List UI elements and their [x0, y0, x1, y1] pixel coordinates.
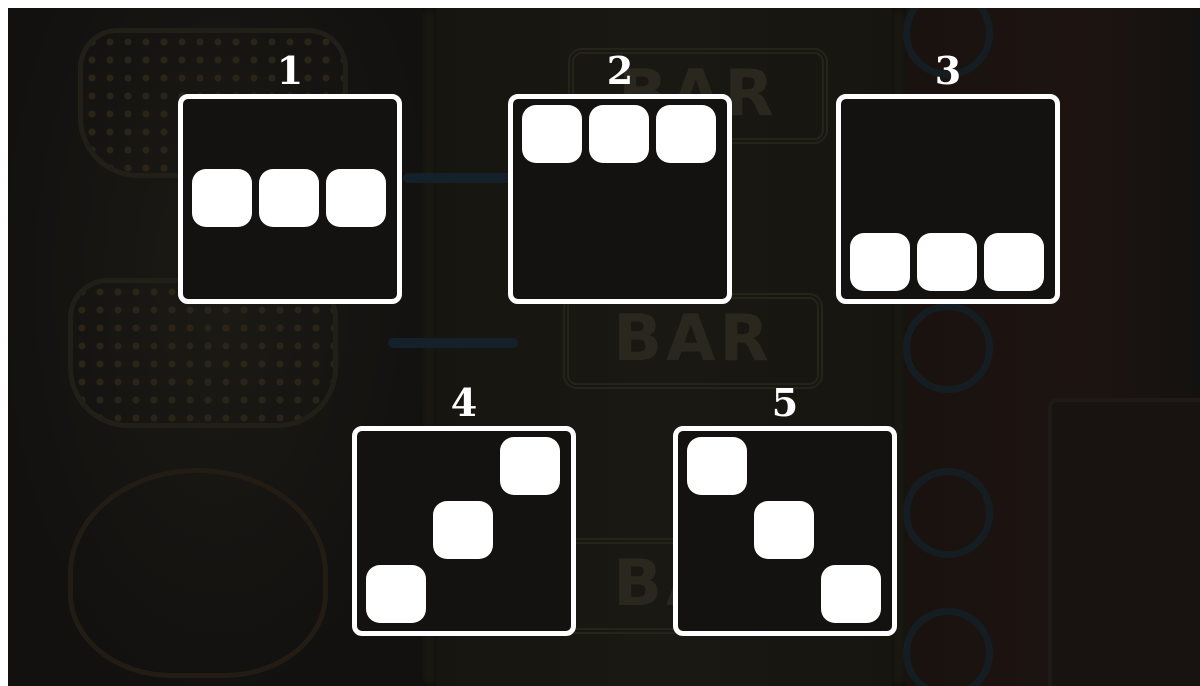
payline-4-diagram: 4 — [352, 380, 576, 620]
payline-cell-reel-2-top — [589, 105, 649, 163]
background-payline-marker — [903, 468, 993, 558]
payline-grid — [673, 426, 897, 636]
payline-grid — [178, 94, 402, 304]
payline-number: 1 — [178, 48, 402, 94]
payline-cell-reel-1-middle — [192, 169, 252, 227]
background-payline-line — [388, 338, 518, 348]
payline-2-diagram: 2 — [508, 48, 732, 288]
payline-number: 5 — [673, 380, 897, 426]
payline-grid — [836, 94, 1060, 304]
payline-cell-reel-3-bottom — [984, 233, 1044, 291]
payline-3-diagram: 3 — [836, 48, 1060, 288]
payline-cell-reel-2-middle — [433, 501, 493, 559]
payline-cell-reel-2-bottom — [917, 233, 977, 291]
payline-cell-reel-3-middle — [326, 169, 386, 227]
payline-cell-reel-1-top — [687, 437, 747, 495]
payline-number: 4 — [352, 380, 576, 426]
payline-cell-reel-1-top — [522, 105, 582, 163]
payline-number: 3 — [836, 48, 1060, 94]
payline-cell-reel-1-bottom — [366, 565, 426, 623]
background-bar-symbol: BAR — [563, 293, 823, 389]
background-payline-marker — [903, 303, 993, 393]
payline-cell-reel-1-bottom — [850, 233, 910, 291]
payline-cell-reel-2-middle — [754, 501, 814, 559]
payline-5-diagram: 5 — [673, 380, 897, 620]
background-payline-line — [403, 173, 513, 183]
payline-1-diagram: 1 — [178, 48, 402, 288]
payline-cell-reel-2-middle — [259, 169, 319, 227]
payline-cell-reel-3-top — [500, 437, 560, 495]
payline-cell-reel-3-bottom — [821, 565, 881, 623]
payline-number: 2 — [508, 48, 732, 94]
background-joker-symbol — [68, 468, 328, 678]
payline-grid — [352, 426, 576, 636]
payline-cell-reel-3-top — [656, 105, 716, 163]
paylines-screen: BAR BAR BAR 1 2 3 4 5 — [8, 8, 1200, 686]
payline-grid — [508, 94, 732, 304]
background-card-symbol — [1048, 398, 1200, 686]
